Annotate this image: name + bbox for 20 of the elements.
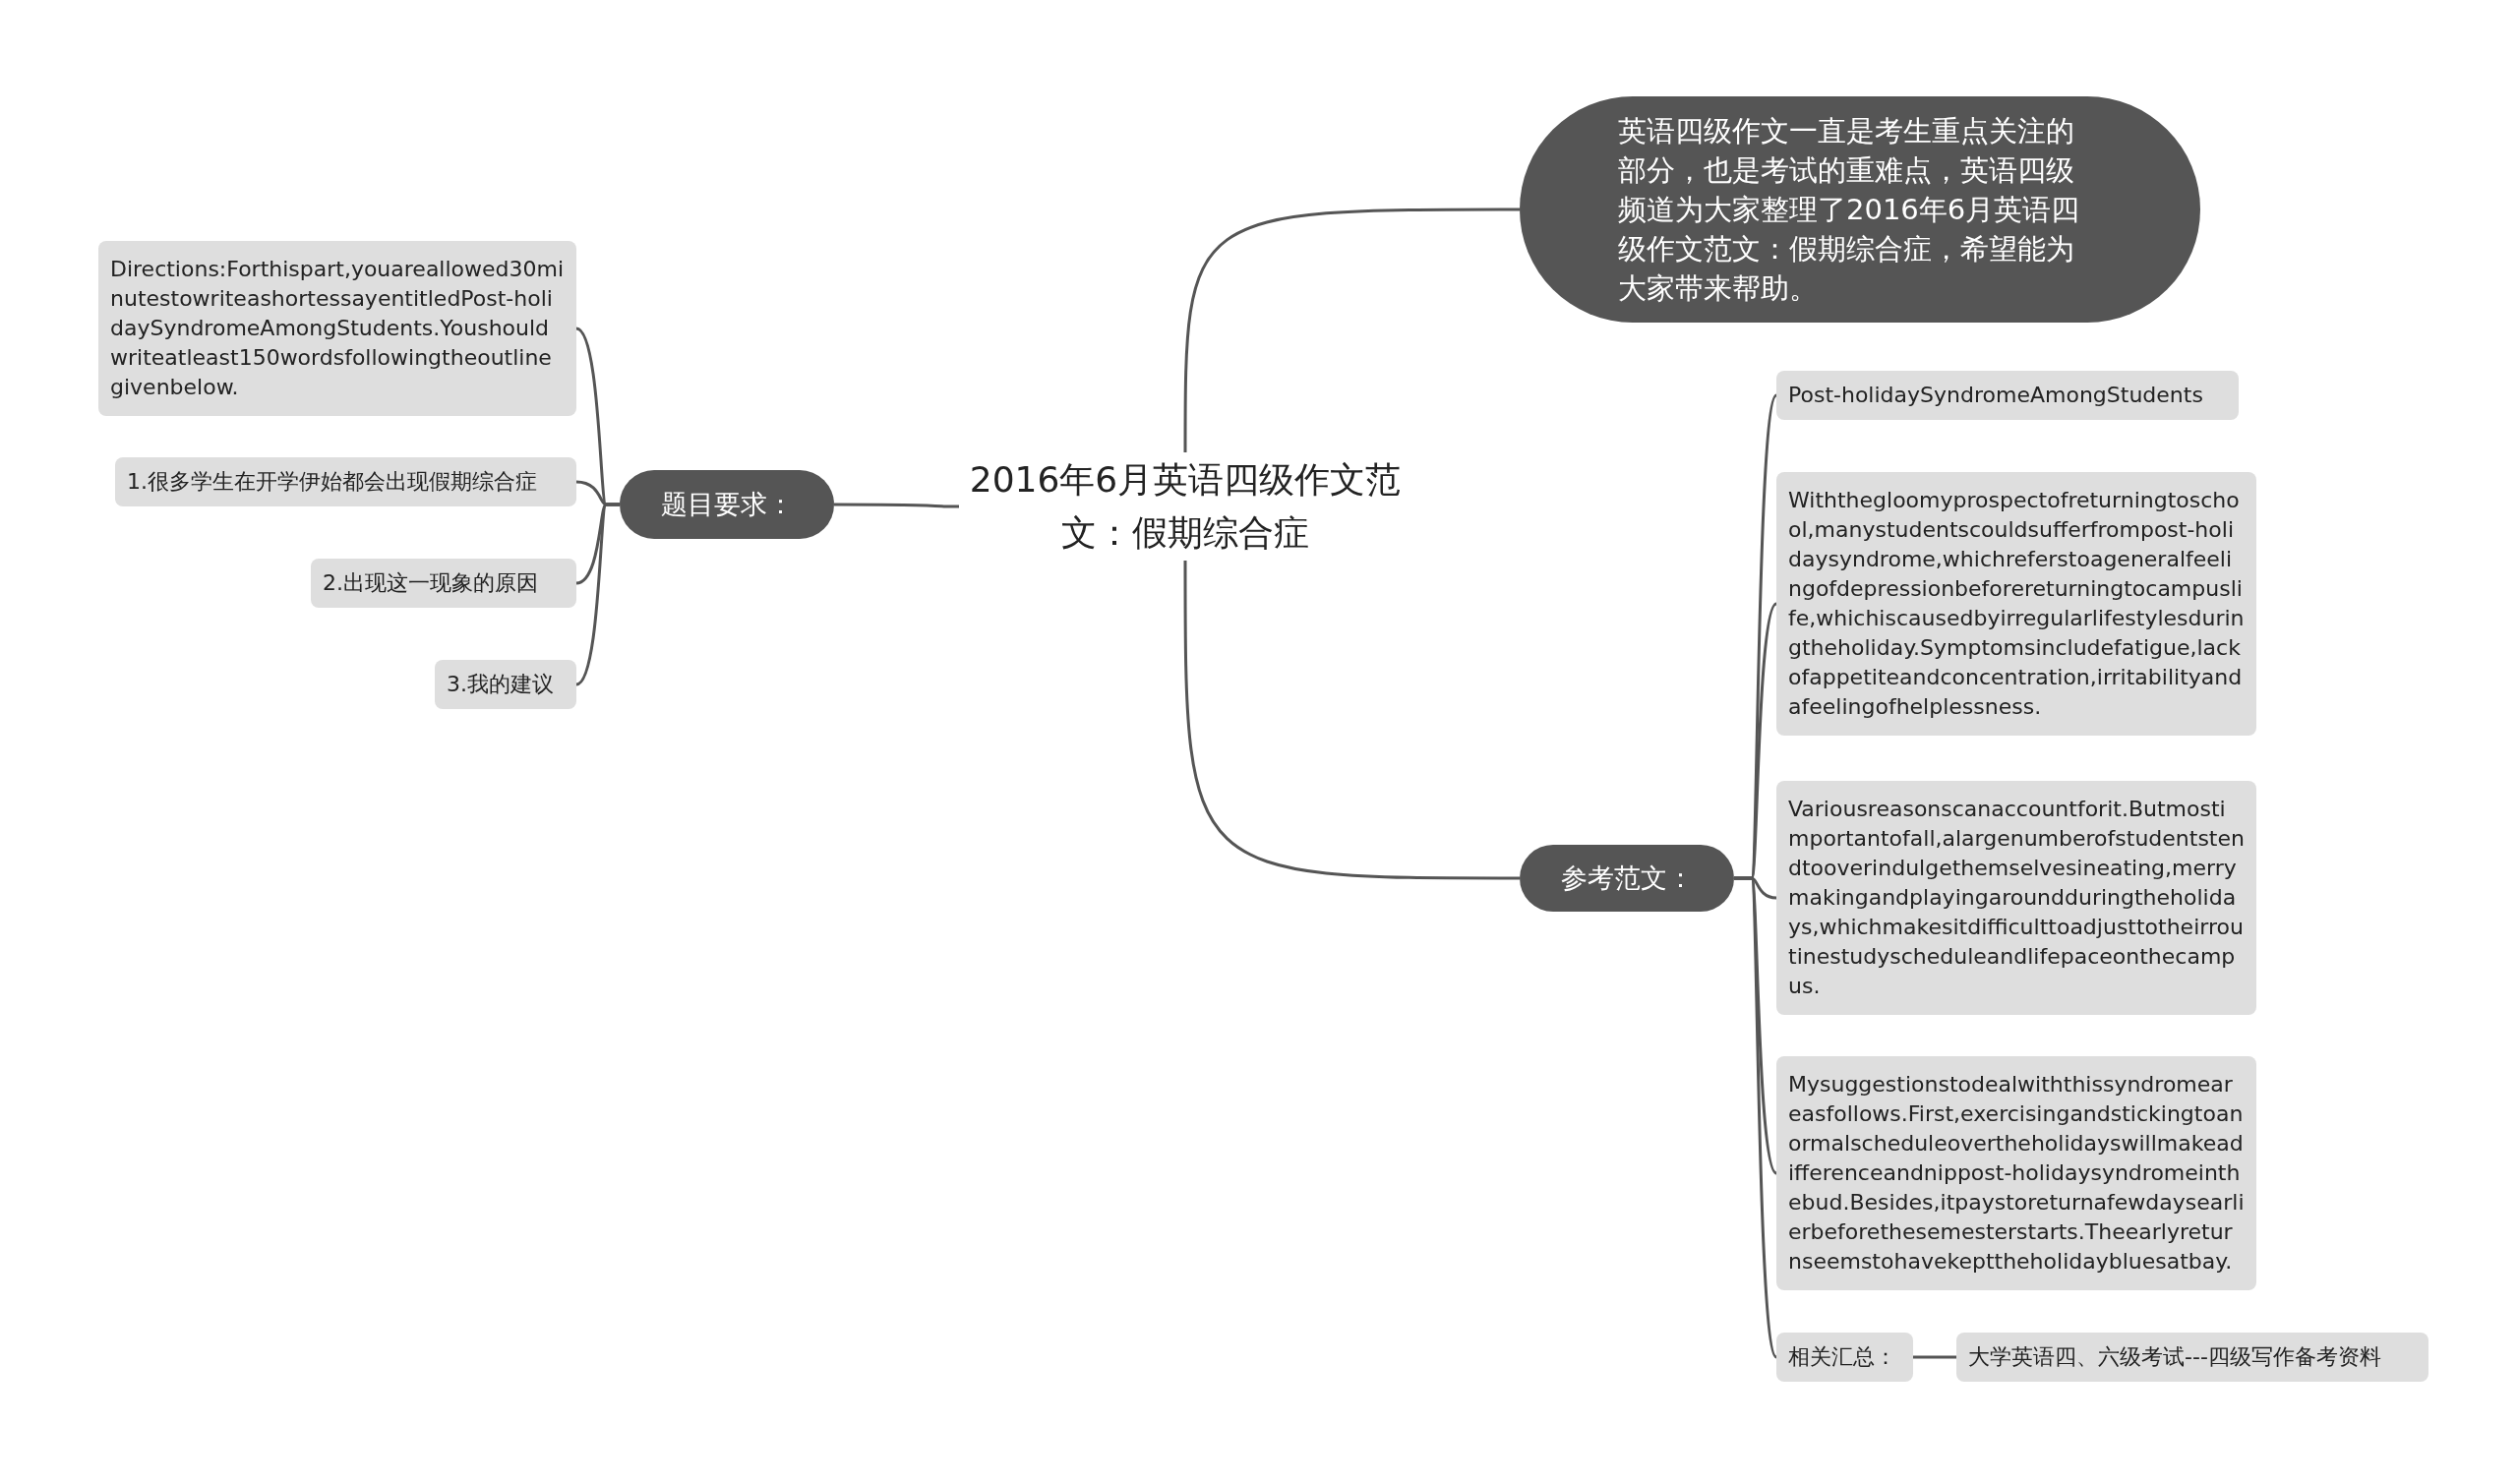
essay-paragraph: Mysuggestionstodealwiththissyndromeareasfollows.First,exercisingandstickingtoanormalscheduleovertheholidayswillmakeadifferenceandnippost-holidaysyndromeinthebud.Besides,itpaystoreturnafewdaysearlierbeforethesemesterstarts.Theearlyreturnseemstohavekepttheholidaybluesatbay. [1776, 1056, 2256, 1290]
essay-paragraph: Variousreasonscanaccountforit.Butmostimportantofall,alargenumberofstudentstendtooverindulgethemselvesineating,merrymakingandplayingaroundduringtheholidays,whichmakesitdifficulttoadjusttotheirroutinestudyscheduleandlifepaceonthecampus. [1776, 781, 2256, 1015]
note-box: Directions:Forthispart,youareallowed30minutestowriteashortessayentitledPost-holidaySyndromeAmongStudents.Youshouldwriteatleast150wordsfollowingtheoutlinegivenbelow. [98, 241, 576, 416]
resource-link: 大学英语四、六级考试---四级写作备考资料 [1956, 1333, 2428, 1382]
connector [1734, 876, 1778, 1358]
outline-item: 2.出现这一现象的原因 [311, 559, 576, 608]
branch-topic: 参考范文： [1520, 845, 1734, 912]
connector [575, 503, 620, 686]
branch-topic: 题目要求： [620, 470, 834, 539]
outline-item: 1.很多学生在开学伊始都会出现假期综合症 [115, 457, 576, 506]
essay-paragraph: Withthegloomyprospectofreturningtoschool,manystudentscouldsufferfrompost-holidaysyndrome,whichreferstoageneralfeelingofdepressionbeforereturningtocampuslife,whichiscausedbyirregularlifestylesduringtheholiday.Symptomsincludefatigue,lackofappetiteandconcentration,irritabilityandafeelingofhelplessness. [1776, 472, 2256, 736]
connector [1183, 561, 1520, 880]
summary-bubble: 英语四级作文一直是考生重点关注的部分，也是考试的重难点，英语四级频道为大家整理了2016年6月英语四级作文范文：假期综合症，希望能为大家带来帮助。 [1520, 96, 2200, 323]
connector [1913, 1355, 1956, 1359]
connector [1183, 208, 1520, 452]
central-topic: 2016年6月英语四级作文范文：假期综合症 [959, 452, 1411, 561]
connector [834, 503, 959, 508]
related-label: 相关汇总： [1776, 1333, 1913, 1382]
essay-title: Post-holidaySyndromeAmongStudents [1776, 371, 2239, 420]
outline-item: 3.我的建议 [435, 660, 576, 709]
